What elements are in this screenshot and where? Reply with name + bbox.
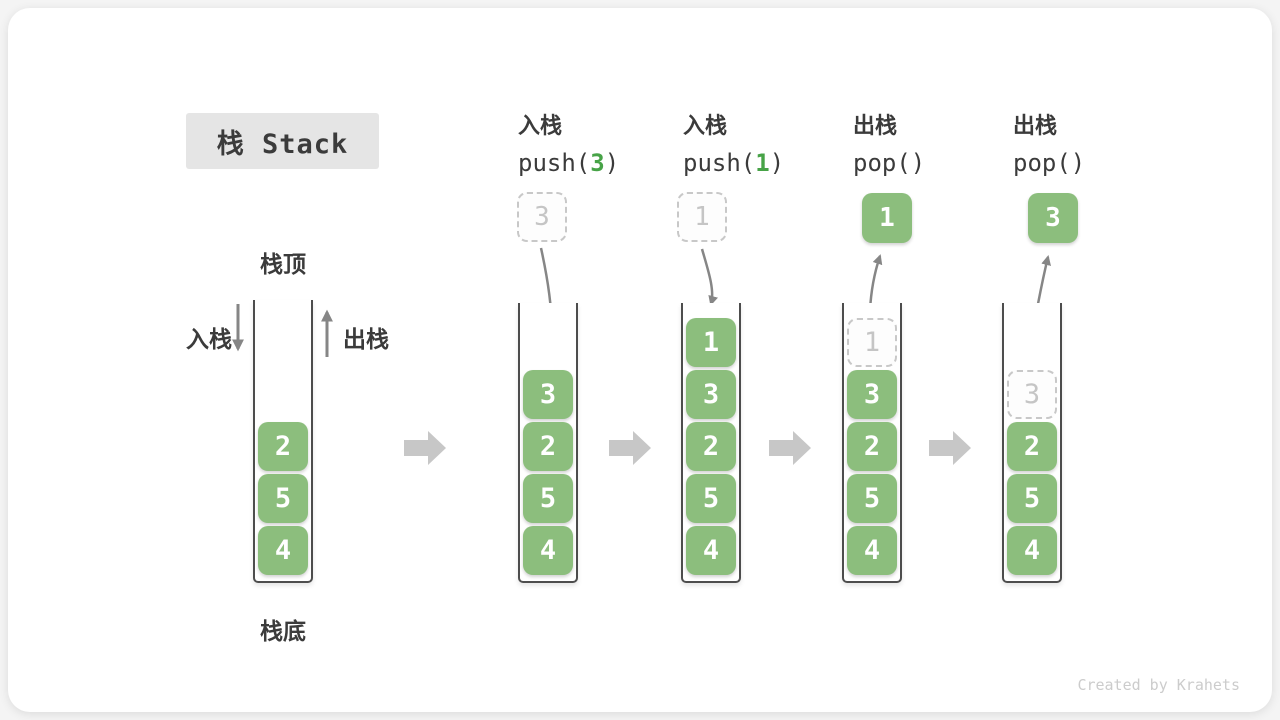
page-title: 栈 Stack <box>216 128 349 160</box>
stack-element: 4 <box>258 526 308 575</box>
op-label-push-3: 入栈 push(3) <box>518 108 619 177</box>
stack-bottom-label: 栈底 <box>260 619 306 645</box>
op-code: pop() <box>853 149 925 177</box>
removed-element-slot: 1 <box>847 318 897 367</box>
op-title: 入栈 <box>518 114 563 139</box>
code-prefix: push( <box>518 149 591 177</box>
op-label-push-1: 入栈 push(1) <box>683 108 784 177</box>
push-1-arrow-icon <box>700 248 719 306</box>
stack-element: 5 <box>258 474 308 523</box>
stack-element: 2 <box>1007 422 1057 471</box>
flow-arrow-icon <box>929 431 971 465</box>
stack-element: 5 <box>1007 474 1057 523</box>
stack-element: 2 <box>847 422 897 471</box>
stack-element: 4 <box>1007 526 1057 575</box>
op-label-pop-1: 出栈 pop() <box>853 108 925 177</box>
popped-element-box: 3 <box>1028 193 1078 243</box>
code-prefix: pop( <box>1013 149 1071 177</box>
stack-element: 4 <box>686 526 736 575</box>
incoming-element-box: 3 <box>517 192 567 242</box>
stack-element: 1 <box>686 318 736 367</box>
op-title: 出栈 <box>853 114 898 139</box>
stack-top-label: 栈顶 <box>260 252 306 278</box>
stack-element: 4 <box>523 526 573 575</box>
code-prefix: push( <box>683 149 756 177</box>
stack-element: 3 <box>847 370 897 419</box>
stack-element: 3 <box>523 370 573 419</box>
stack-element: 5 <box>523 474 573 523</box>
stack-element: 4 <box>847 526 897 575</box>
op-title: 入栈 <box>683 114 728 139</box>
pop-legend-label: 出栈 <box>343 327 389 353</box>
title-box: 栈 Stack <box>186 113 379 169</box>
op-title: 出栈 <box>1013 114 1058 139</box>
code-suffix: ) <box>1070 149 1086 177</box>
flow-arrow-icon <box>609 431 651 465</box>
watermark: Created by Krahets <box>1077 676 1240 694</box>
code-suffix: ) <box>769 149 785 177</box>
push-legend-label: 入栈 <box>186 327 232 353</box>
op-code: push(3) <box>518 149 619 177</box>
diagram-card: 栈 Stack 栈顶 栈底 入栈 出栈 入栈 push(3) 入栈 push(1… <box>8 8 1272 712</box>
flow-arrow-icon <box>769 431 811 465</box>
stack-element: 2 <box>258 422 308 471</box>
stack-element: 3 <box>686 370 736 419</box>
code-prefix: pop( <box>853 149 911 177</box>
op-code: pop() <box>1013 149 1085 177</box>
op-label-pop-3: 出栈 pop() <box>1013 108 1085 177</box>
stack-element: 2 <box>523 422 573 471</box>
incoming-element-box: 1 <box>677 192 727 242</box>
stack-element: 5 <box>686 474 736 523</box>
op-code: push(1) <box>683 149 784 177</box>
code-arg: 1 <box>755 149 770 177</box>
code-suffix: ) <box>910 149 926 177</box>
popped-element-box: 1 <box>862 193 912 243</box>
stack-element: 5 <box>847 474 897 523</box>
flow-arrow-icon <box>404 431 446 465</box>
removed-element-slot: 3 <box>1007 370 1057 419</box>
stack-element: 2 <box>686 422 736 471</box>
code-arg: 3 <box>590 149 605 177</box>
code-suffix: ) <box>604 149 620 177</box>
